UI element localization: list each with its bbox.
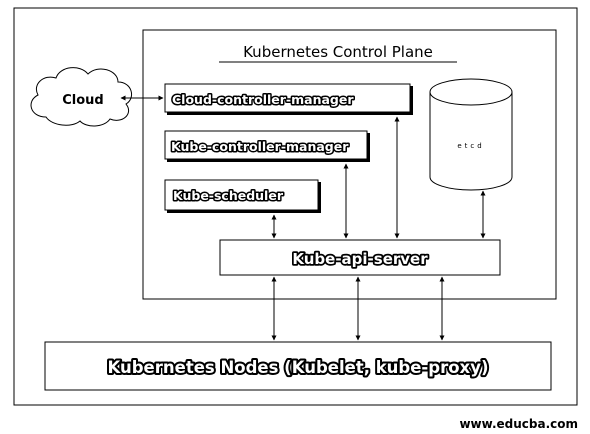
- kubernetes-nodes-label: Kubernetes Nodes (Kubelet, kube-proxy): [108, 358, 489, 377]
- etcd-database-icon: [429, 78, 513, 191]
- kube-scheduler-label: Kube-scheduler: [173, 188, 284, 203]
- kube-controller-manager-label: Kube-controller-manager: [171, 139, 349, 154]
- outer-frame: [13, 7, 578, 406]
- etcd-label: etcd: [457, 142, 484, 150]
- kube-controller-manager-box: [164, 130, 368, 160]
- control-plane-title: Kubernetes Control Plane: [243, 43, 433, 61]
- cloud-label: Cloud: [62, 93, 104, 108]
- kube-api-server-label: Kube-api-server: [292, 250, 428, 268]
- cloud-shape: [30, 67, 133, 127]
- cloud-controller-manager-label: Cloud-controller-manager: [172, 92, 354, 107]
- kubernetes-nodes-box: [44, 341, 552, 391]
- kube-api-server-box: [219, 239, 501, 276]
- connector-arrows: [120, 95, 486, 341]
- website-watermark: www.educba.com: [459, 417, 578, 431]
